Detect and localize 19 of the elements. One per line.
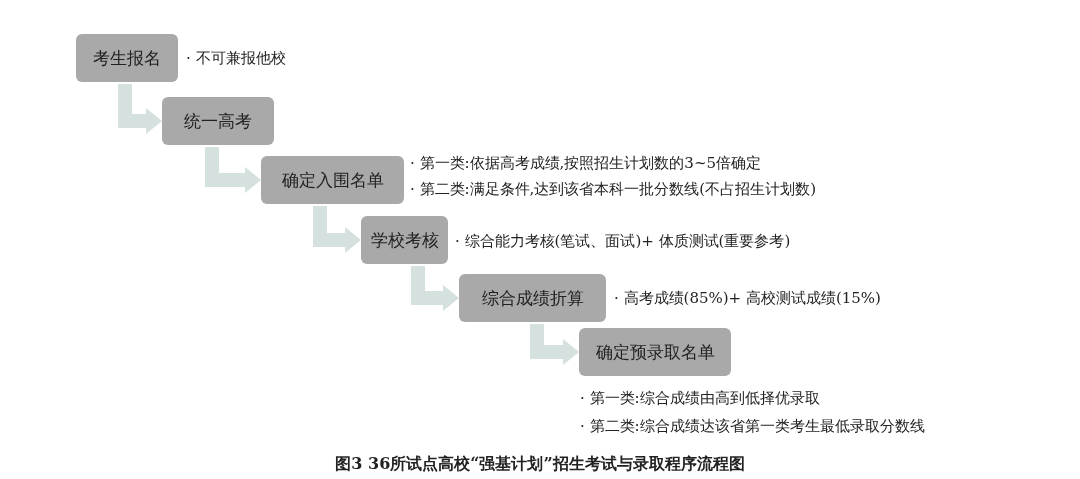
step-box: 综合成绩折算	[459, 274, 606, 322]
note-text: · 第一类:依据高考成绩,按照招生计划数的3~5倍确定	[410, 153, 761, 174]
bent-arrow	[118, 84, 162, 134]
note-text: · 综合能力考核(笔试、面试)+ 体质测试(重要参考)	[455, 231, 791, 252]
bent-arrow	[411, 266, 459, 311]
note-text: · 高考成绩(85%)+ 高校测试成绩(15%)	[614, 288, 881, 309]
bent-arrow	[530, 324, 579, 365]
step-box: 确定入围名单	[261, 156, 404, 204]
step-box: 考生报名	[76, 34, 178, 82]
note-text: · 不可兼报他校	[186, 48, 286, 69]
step-box: 学校考核	[361, 216, 448, 264]
figure-caption: 图3 36所试点高校“强基计划”招生考试与录取程序流程图	[334, 454, 746, 475]
note-text: · 第二类:综合成绩达该省第一类考生最低录取分数线	[580, 416, 925, 437]
bent-arrow	[205, 147, 261, 193]
note-text: · 第一类:综合成绩由高到低择优录取	[580, 388, 820, 409]
step-box: 统一高考	[162, 97, 274, 145]
bent-arrow	[313, 206, 361, 253]
note-text: · 第二类:满足条件,达到该省本科一批分数线(不占招生计划数)	[410, 179, 817, 200]
step-box: 确定预录取名单	[579, 328, 731, 376]
